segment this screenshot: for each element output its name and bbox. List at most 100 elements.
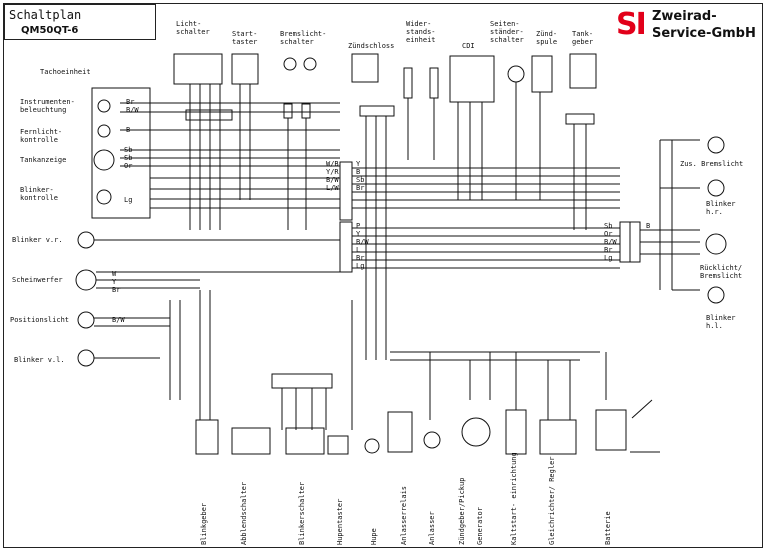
wire-code: Br — [356, 254, 365, 262]
dimmer-switch-box — [231, 427, 271, 455]
starter-motor-icon — [423, 431, 441, 449]
wire-code: L — [356, 246, 361, 254]
position-light-icon — [77, 311, 95, 329]
wire-code: Y — [356, 230, 361, 238]
indicator-switch-box — [285, 427, 325, 455]
tail-brake-light-label: Rücklicht/ Bremslicht — [700, 264, 743, 280]
start-button-label: Start- taster — [232, 30, 258, 46]
tacho-unit-box — [91, 87, 151, 219]
wire-code: B/W — [604, 238, 617, 246]
start-switch-box — [231, 53, 259, 85]
wire-code: W — [112, 270, 117, 278]
ignition-coil-label: Zünd- spule — [536, 30, 558, 46]
wire-code: Lg — [604, 254, 613, 262]
wire-code: B — [126, 126, 131, 134]
rear-left-indicator-icon — [707, 286, 725, 304]
front-right-indicator-label: Blinker v.r. — [12, 236, 63, 244]
indicator-light-label: Blinker- kontrolle — [20, 186, 58, 202]
aux-brake-light-label: Zus. Bremslicht — [680, 160, 744, 168]
fuel-sender-box — [569, 53, 597, 89]
ignition-coil-box — [531, 55, 553, 93]
diagram-frame — [3, 3, 763, 548]
bottom-label-indicator-switch: Blinkerschalter — [298, 481, 306, 545]
side-stand-switch-icon — [507, 65, 525, 83]
bottom-label-choke: Kaltstart- einrichtung — [510, 452, 518, 545]
model-name: QM50QT-6 — [21, 25, 79, 36]
switch-cluster-connector — [271, 373, 333, 389]
wire-code: Sb — [604, 222, 613, 230]
bottom-label-pickup: Zündgeber/Pickup — [458, 477, 466, 545]
side-stand-label: Seiten- ständer- schalter — [490, 20, 524, 44]
logo-line-1: Zweirad- — [652, 9, 717, 24]
battery-box — [595, 409, 627, 451]
rear-connector — [619, 221, 631, 263]
bottom-label-horn: Hupe — [370, 528, 378, 545]
front-left-indicator-icon — [77, 349, 95, 367]
diagram-title: Schaltplan — [9, 8, 82, 22]
wire-code: B — [646, 222, 651, 230]
choke-box — [505, 409, 527, 455]
rear-left-indicator-label: Blinker h.l. — [706, 314, 736, 330]
main-connector-lower — [339, 221, 353, 273]
wire-code: Y/R — [326, 168, 339, 176]
light-switch-label: Licht- schalter — [176, 20, 210, 36]
high-beam-lamp-icon — [97, 124, 111, 138]
wire-code: B/W — [112, 316, 125, 324]
headlight-icon — [75, 269, 97, 291]
rear-right-indicator-label: Blinker h.r. — [706, 200, 736, 216]
wire-code: Y — [356, 160, 361, 168]
rear-right-indicator-icon — [707, 179, 725, 197]
wire-code: Br — [356, 184, 365, 192]
high-beam-indicator-label: Fernlicht- kontrolle — [20, 128, 63, 144]
bottom-label-dimmer: Abblendschalter — [240, 481, 248, 545]
wire-code: Sb — [124, 154, 133, 162]
cdi-box — [449, 55, 495, 103]
wire-code: B — [356, 168, 361, 176]
bottom-label-horn-button: Hupentaster — [336, 498, 344, 545]
fuel-sender-label: Tank- geber — [572, 30, 594, 46]
bottom-label-starter-relay: Anlasserrelais — [400, 485, 408, 545]
company-logo: SI Zweirad- Service-GmbH — [614, 6, 762, 44]
cdi-label: CDI — [462, 42, 475, 50]
wire-code: Br — [112, 286, 121, 294]
logo-mark: SI — [616, 7, 647, 42]
wire-code: Br — [604, 246, 613, 254]
indicator-lamp-icon — [96, 189, 112, 205]
headlight-label: Scheinwerfer — [12, 276, 63, 284]
wire-code: Br — [126, 98, 135, 106]
main-connector-upper — [339, 161, 353, 221]
wire-code: B/W — [326, 176, 339, 184]
wire-code: Lg — [356, 262, 365, 270]
flasher-relay-box — [195, 419, 219, 455]
front-left-indicator-label: Blinker v.l. — [14, 356, 65, 364]
wire-code: Or — [604, 230, 613, 238]
bottom-label-flasher: Blinkgeber — [200, 502, 208, 545]
tail-brake-light-icon — [705, 233, 727, 255]
front-right-indicator-icon — [77, 231, 95, 249]
position-light-label: Positionslicht — [10, 316, 70, 324]
generator-icon — [461, 417, 491, 447]
regulator-box — [539, 419, 577, 455]
resistor-1 — [403, 67, 413, 99]
ignition-switch-box — [351, 53, 379, 83]
bottom-label-battery: Batterie — [604, 511, 612, 545]
light-switch-box — [173, 53, 223, 85]
horn-icon — [364, 438, 380, 454]
horn-button-box — [327, 435, 349, 455]
ignition-switch-label: Zündschloss — [348, 42, 395, 50]
resistor-2 — [429, 67, 439, 99]
bottom-label-regulator: Gleichrichter/ Regler — [548, 456, 556, 545]
brake-switch-front-icon — [283, 57, 297, 71]
bottom-label-starter: Anlasser — [428, 511, 436, 545]
wire-code: B/W — [356, 238, 369, 246]
aux-brake-light-icon — [707, 136, 725, 154]
wire-code: P — [356, 222, 361, 230]
instrument-light-label: Instrumenten- beleuchtung — [20, 98, 75, 114]
bottom-label-generator: Generator — [476, 507, 484, 545]
tacho-unit-label: Tachoeinheit — [40, 68, 91, 76]
resistor-unit-label: Wider- stands- einheit — [406, 20, 436, 44]
light-switch-connector — [185, 109, 233, 121]
brake-switch-label: Bremslicht- schalter — [280, 30, 327, 46]
wire-code: Sb — [124, 146, 133, 154]
